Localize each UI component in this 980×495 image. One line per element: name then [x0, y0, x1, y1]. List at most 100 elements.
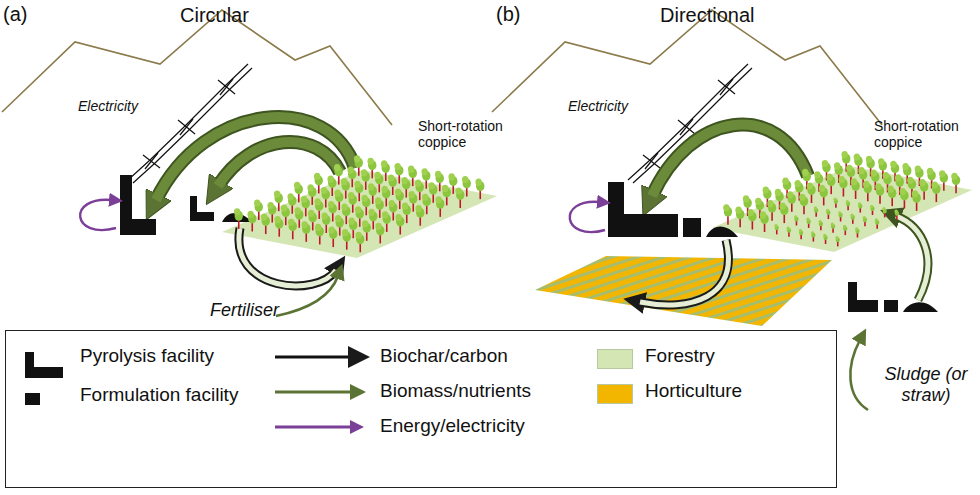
legend-label: Biochar/carbon [380, 345, 508, 367]
horticulture-plane [535, 256, 832, 326]
mountain-line [2, 10, 392, 125]
pyrolysis-facility [120, 175, 156, 235]
annotation-label: Electricity [568, 98, 628, 114]
tree [875, 218, 880, 228]
energy-arrow [570, 202, 605, 232]
pyrolysis-facility [608, 182, 678, 237]
tree [858, 202, 863, 212]
tree [939, 170, 948, 191]
tree [855, 227, 860, 237]
tree [455, 187, 464, 208]
tree [850, 214, 855, 224]
annotation-label: Short-rotation coppice [418, 118, 518, 150]
biomass-arrow [156, 117, 355, 200]
legend-arrow [275, 356, 353, 359]
legend-label: Horticulture [645, 380, 742, 402]
energy-arrow [80, 200, 116, 230]
legend-pyrolysis-icon [25, 352, 63, 378]
forestry-plane [712, 166, 972, 252]
tree [826, 174, 835, 195]
tree [748, 209, 757, 230]
tree [794, 215, 799, 225]
tree [787, 226, 792, 236]
legend-label: Forestry [645, 345, 715, 367]
pyrolysis-facility [848, 282, 878, 312]
tree [919, 179, 928, 200]
tree [818, 220, 823, 230]
tree [807, 182, 816, 203]
legend-label: Pyrolysis facility [80, 345, 214, 367]
biochar-pile [903, 302, 938, 312]
tree [342, 229, 351, 250]
tree [932, 181, 941, 202]
tree [315, 224, 324, 245]
tree [799, 194, 808, 215]
tree [395, 214, 404, 235]
tree [735, 207, 744, 228]
annotation-label: Electricity [78, 98, 138, 114]
legend-swatch [597, 349, 633, 369]
tree [355, 232, 364, 253]
tree [814, 206, 819, 216]
tree [835, 236, 840, 246]
tree [261, 213, 270, 234]
panel-title: (b) [496, 3, 520, 26]
tree [839, 176, 848, 197]
tree [838, 211, 843, 221]
tree [819, 185, 828, 206]
tree [435, 196, 444, 217]
input-arrow [850, 340, 868, 410]
tree [774, 224, 779, 234]
tree [799, 229, 804, 239]
forestry-plane [222, 170, 497, 258]
tree [415, 205, 424, 226]
tree [274, 216, 283, 237]
tree [951, 173, 960, 194]
tree [843, 225, 848, 235]
panel-title: Circular [180, 4, 249, 27]
biochar-arrow [640, 240, 728, 305]
input-arrow [276, 276, 338, 316]
tree [823, 234, 828, 244]
annotation-label: Short-rotation coppice [874, 118, 974, 150]
tree [806, 218, 811, 228]
tree [288, 219, 297, 240]
tree [301, 221, 310, 242]
tree [475, 179, 484, 200]
legend-arrow [275, 426, 353, 429]
biomass-arrow [652, 125, 808, 196]
formulation-facility [190, 196, 214, 221]
tree [779, 203, 788, 224]
annotation-label: Sludge (or straw) [880, 364, 972, 405]
tree [247, 211, 256, 232]
tree [760, 211, 769, 232]
annotation-label: Fertiliser [210, 300, 279, 321]
legend-swatch [597, 384, 633, 404]
mountain-line [492, 10, 882, 125]
biochar-pile [706, 226, 738, 237]
tree [900, 188, 909, 209]
legend-formulation-icon [25, 393, 40, 405]
tree [811, 231, 816, 241]
tree [846, 200, 851, 210]
tree [895, 210, 900, 220]
tree [863, 181, 872, 202]
panel-title: Directional [660, 4, 754, 27]
panel-title: (a) [3, 3, 27, 26]
tree [887, 186, 896, 207]
legend-arrow [275, 391, 353, 394]
tree [912, 190, 921, 211]
tree [723, 204, 732, 225]
formulation-facility [683, 218, 701, 237]
tree [870, 205, 875, 215]
legend-label: Formulation facility [80, 384, 238, 406]
tree [234, 208, 243, 229]
tree [882, 207, 887, 217]
tree [831, 222, 836, 232]
tree [328, 226, 337, 247]
formulation-facility [884, 300, 898, 312]
tree [875, 183, 884, 204]
tree [863, 216, 868, 226]
tree [826, 209, 831, 219]
tree [767, 200, 776, 221]
